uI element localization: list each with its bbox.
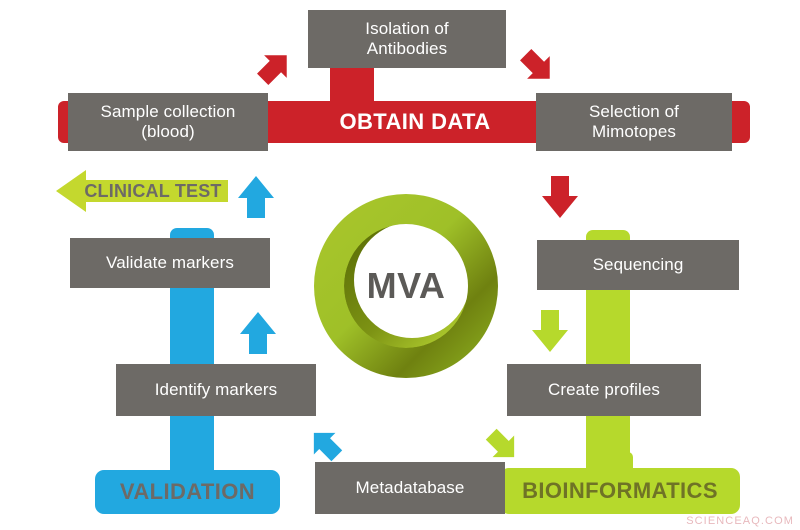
box-isolation-line1: Isolation of [365, 18, 449, 38]
blue-arrow-up-icon-top [238, 176, 274, 218]
box-identify-markers-label: Identify markers [154, 379, 278, 399]
mva-ring [314, 194, 498, 378]
bioinformatics-label: BIOINFORMATICS [522, 478, 718, 503]
watermark: SCIENCEAQ.COM [686, 515, 794, 527]
box-sequencing[interactable]: Sequencing [537, 240, 739, 290]
validation-label: VALIDATION [119, 479, 256, 504]
box-selection-line1: Selection of [588, 101, 680, 121]
box-create-profiles[interactable]: Create profiles [507, 364, 701, 416]
red-arrow-down-right-icon [520, 49, 550, 79]
box-metadatabase-label: Metadatabase [355, 477, 465, 497]
bioinformatics-band [500, 468, 740, 514]
validation-band [95, 470, 280, 514]
green-arrow-down-right-icon [485, 428, 515, 458]
box-isolation-of-antibodies[interactable]: Isolation of Antibodies [308, 10, 506, 68]
box-sample-line1: Sample collection [100, 101, 236, 121]
box-identify-markers[interactable]: Identify markers [116, 364, 316, 416]
box-sample-line2: (blood) [141, 122, 195, 141]
obtain-data-label: OBTAIN DATA [339, 109, 491, 134]
box-selection-line2: Mimotopes [591, 122, 677, 141]
box-create-profiles-label: Create profiles [547, 379, 661, 399]
box-sequencing-label: Sequencing [592, 254, 684, 274]
blue-arrow-up-icon-mid [240, 312, 276, 354]
box-selection-of-mimotopes[interactable]: Selection of Mimotopes [536, 93, 732, 151]
green-arrow-down-icon [532, 310, 568, 352]
box-isolation-line2: Antibodies [366, 39, 448, 58]
blue-arrow-up-left-icon [313, 432, 343, 462]
box-validate-markers[interactable]: Validate markers [70, 238, 270, 288]
clinical-test-arrow[interactable] [56, 170, 228, 212]
box-sample-collection[interactable]: Sample collection (blood) [68, 93, 268, 151]
red-arrow-down-icon [542, 176, 578, 218]
box-metadatabase[interactable]: Metadatabase [315, 462, 505, 514]
mva-label: MVA [366, 265, 446, 306]
box-validate-markers-label: Validate markers [106, 252, 234, 272]
clinical-test-label: CLINICAL TEST [84, 180, 222, 201]
red-arrow-up-right-icon [257, 55, 287, 85]
